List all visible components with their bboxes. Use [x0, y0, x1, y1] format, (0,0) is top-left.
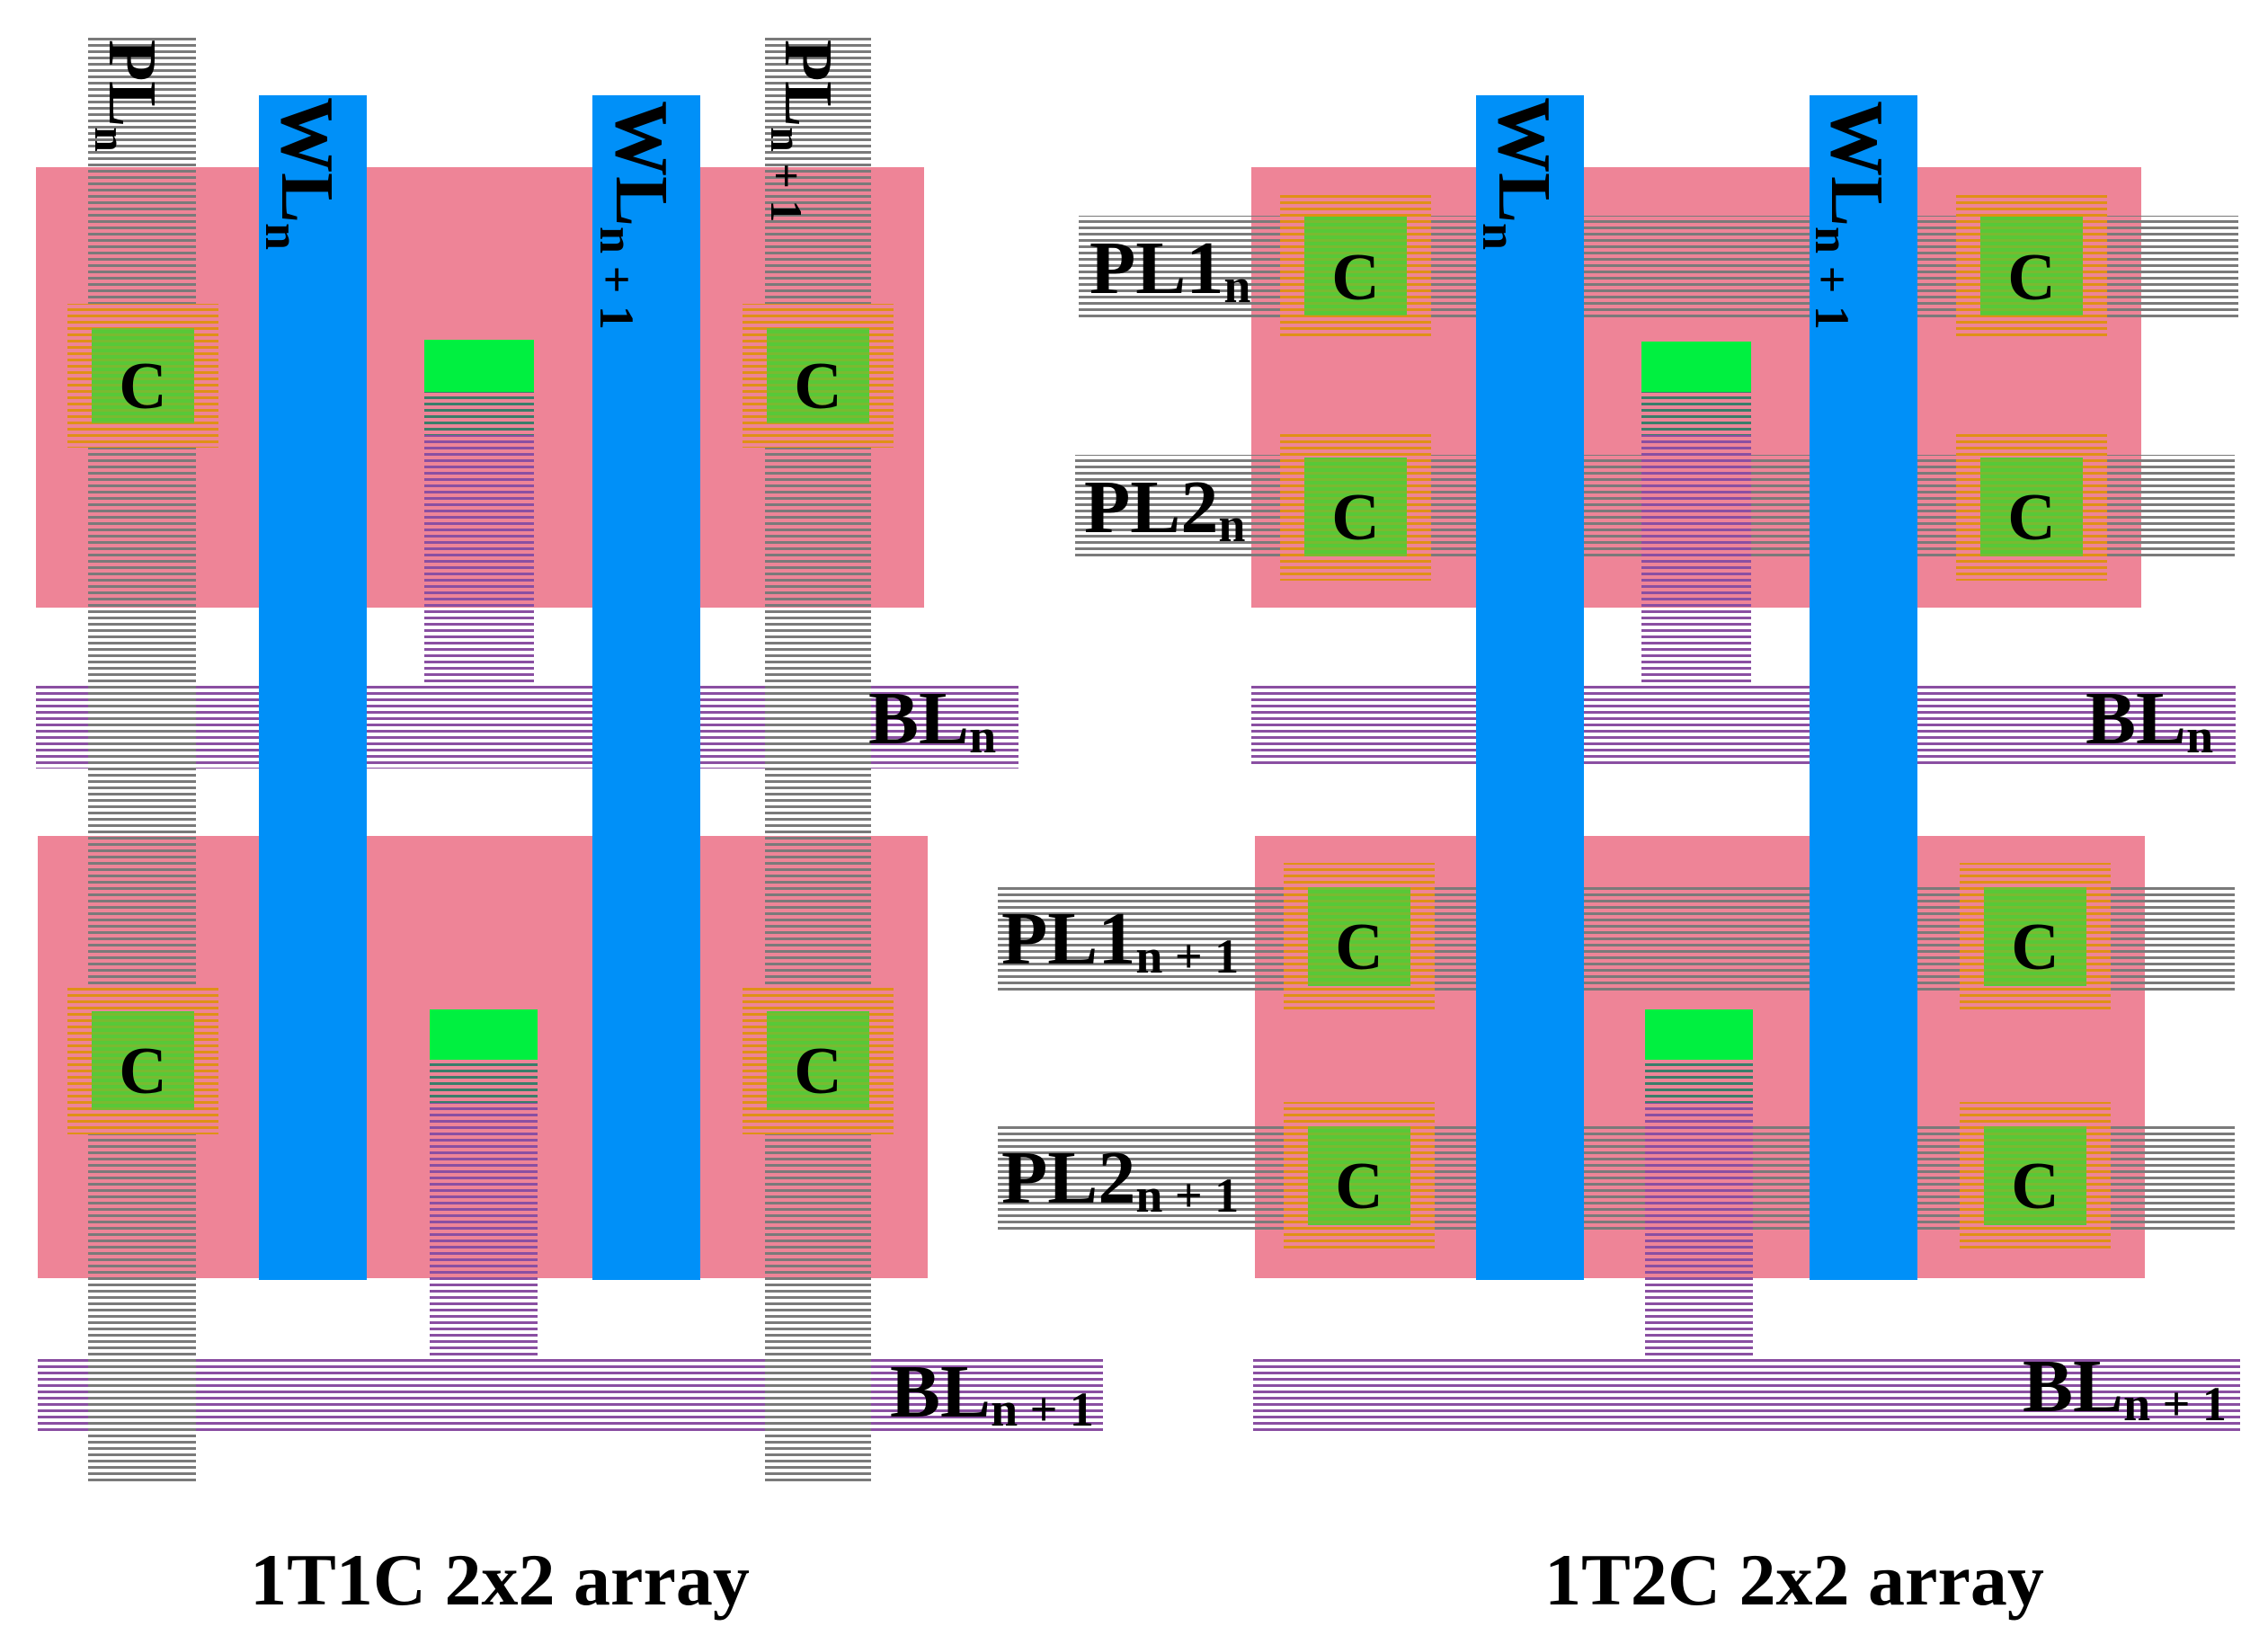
- bl-n1-label: BLn + 1: [2023, 1345, 2227, 1431]
- capacitor: C: [743, 304, 894, 448]
- bitline-contact-strap: [1645, 1057, 1753, 1435]
- contact: [1645, 1060, 1753, 1103]
- capacitor: C: [1960, 1102, 2111, 1249]
- pl1-n-label: PL1n: [1090, 227, 1250, 313]
- wordline: [1476, 95, 1584, 1280]
- wl-n1-label: WLn + 1: [590, 101, 683, 330]
- bitline: [38, 1355, 1103, 1435]
- caption-1t1c: 1T1C 2x2 array: [250, 1539, 750, 1621]
- bl-n1-label: BLn + 1: [890, 1350, 1094, 1436]
- capacitor-label: C: [1335, 911, 1383, 984]
- capacitor-label: C: [794, 1035, 841, 1108]
- capacitor: C: [743, 987, 894, 1134]
- contact: [430, 1009, 538, 1060]
- capacitor: C: [67, 304, 218, 448]
- wordline: [592, 95, 700, 1280]
- capacitor-label: C: [119, 1035, 166, 1108]
- capacitor: C: [67, 987, 218, 1134]
- capacitor: C: [1956, 192, 2107, 340]
- capacitor-label: C: [2007, 481, 2055, 555]
- bl-n-label: BLn: [868, 677, 996, 763]
- bitline-contact-strap: [424, 396, 534, 765]
- plateline: [765, 36, 871, 1483]
- capacitor: C: [1956, 433, 2107, 581]
- capacitor-label: C: [2011, 1150, 2059, 1223]
- wl-n1-label: WLn + 1: [1805, 101, 1899, 330]
- pl1-n1-label: PL1n + 1: [1001, 897, 1239, 983]
- contact: [1645, 1009, 1753, 1060]
- caption-1t2c: 1T2C 2x2 array: [1544, 1539, 2044, 1621]
- capacitor: C: [1284, 1102, 1435, 1249]
- wordline: [1810, 95, 1917, 1280]
- capacitor-label: C: [2011, 911, 2059, 984]
- contact: [1641, 342, 1751, 392]
- contact: [424, 392, 534, 435]
- array-1t2c: C C C C C: [998, 95, 2240, 1621]
- pl-n-label: PLn: [85, 40, 170, 152]
- capacitor-label: C: [1331, 481, 1379, 555]
- wl-n-label: WLn: [1472, 97, 1566, 250]
- capacitor: C: [1284, 863, 1435, 1010]
- capacitor-label: C: [1331, 241, 1379, 315]
- pl2-n1-label: PL2n + 1: [1001, 1136, 1239, 1222]
- capacitor-label: C: [1335, 1150, 1383, 1223]
- wl-n-label: WLn: [255, 97, 349, 250]
- capacitor: C: [1960, 863, 2111, 1010]
- capacitor: C: [1280, 433, 1431, 581]
- bl-n-label: BLn: [2086, 677, 2213, 763]
- wordline: [259, 95, 367, 1280]
- array-1t1c: C C C C PLn PLn + 1 WLn WLn + 1 BLn BLn …: [36, 36, 1103, 1621]
- bitline-contact-strap: [430, 1057, 538, 1433]
- plateline: [88, 36, 196, 1483]
- bitline-contact-strap: [1641, 396, 1751, 765]
- contact: [424, 340, 534, 392]
- capacitor-label: C: [119, 350, 166, 423]
- capacitor-label: C: [2007, 241, 2055, 315]
- capacitor-label: C: [794, 350, 841, 423]
- capacitor: C: [1280, 192, 1431, 340]
- pl2-n-label: PL2n: [1084, 466, 1245, 552]
- contact: [430, 1060, 538, 1103]
- contact: [1641, 392, 1751, 435]
- pl-n1-label: PLn + 1: [761, 40, 846, 222]
